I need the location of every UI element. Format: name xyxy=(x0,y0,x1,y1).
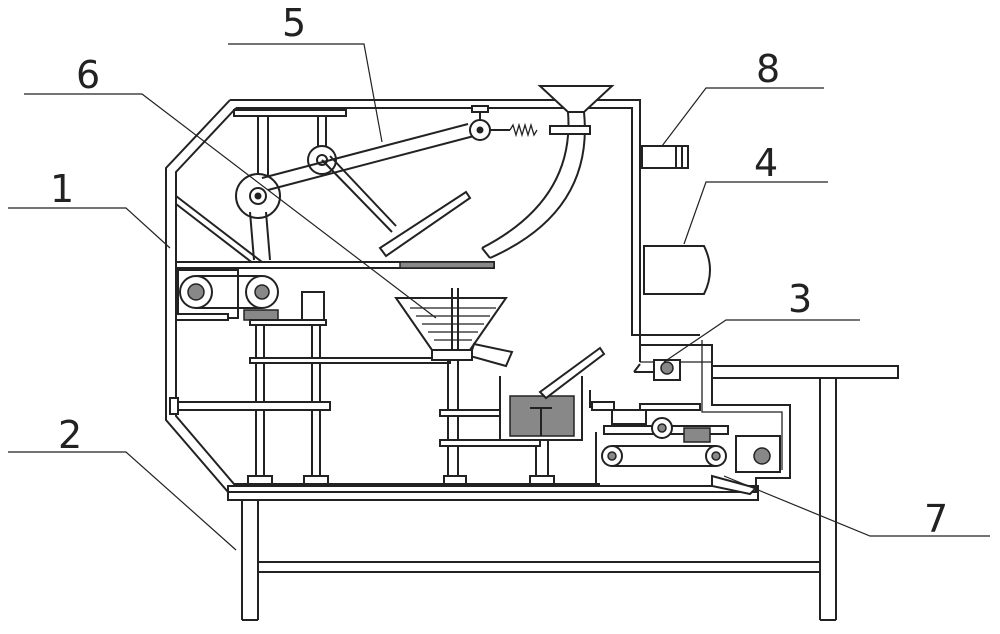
housing xyxy=(165,99,791,493)
pump-unit xyxy=(633,359,681,381)
label-7: 7 xyxy=(924,497,948,541)
label-5: 5 xyxy=(282,1,306,45)
leader-lines xyxy=(8,43,990,551)
base-frame xyxy=(227,365,899,621)
label-4: 4 xyxy=(754,141,778,185)
label-2: 2 xyxy=(58,413,82,457)
label-3: 3 xyxy=(788,277,812,321)
crank-linkage xyxy=(175,105,591,269)
support-shafts xyxy=(169,291,451,485)
feed-hopper xyxy=(481,85,615,259)
sieve-hopper xyxy=(394,288,514,485)
label-1: 1 xyxy=(50,167,74,211)
motor-assembly xyxy=(175,269,279,321)
conveyor xyxy=(589,390,781,496)
air-tank xyxy=(643,245,711,295)
label-8: 8 xyxy=(756,47,780,91)
label-6: 6 xyxy=(76,53,100,97)
control-box xyxy=(641,145,689,169)
part-labels: 1 2 3 4 5 6 7 8 xyxy=(50,1,948,541)
settling-tank xyxy=(439,346,606,485)
